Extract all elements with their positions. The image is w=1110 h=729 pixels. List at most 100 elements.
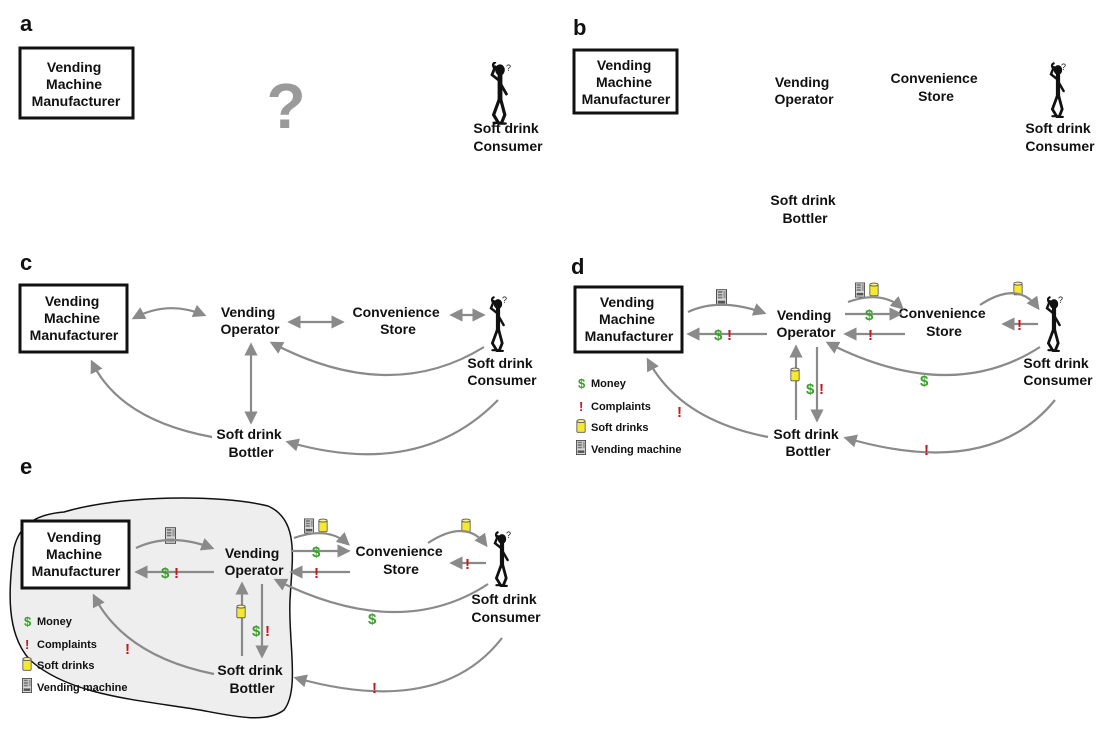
- legend-can-icon: [22, 657, 32, 671]
- complaint-symbol: !: [174, 565, 179, 582]
- operator-label: Vending Operator: [774, 74, 834, 107]
- legend-vending-machine-icon: [576, 440, 586, 455]
- manufacturer-box: [20, 519, 131, 590]
- soft-drink-can-icon: [236, 604, 246, 619]
- consumer-thought-mark: ?: [506, 530, 511, 540]
- money-symbol: $: [865, 307, 874, 324]
- soft-drink-can-icon: [318, 518, 328, 533]
- store-label: Convenience Store: [352, 304, 443, 337]
- soft-drink-can-icon: [869, 282, 879, 297]
- flow-complaints-to-bottler: [843, 399, 1056, 454]
- legend-complaint-symbol: !: [25, 637, 29, 652]
- consumer-label: Soft drink Consumer: [1023, 355, 1093, 388]
- legend-complaint-symbol: !: [579, 399, 583, 414]
- flow-goods-to-store: [847, 296, 904, 310]
- flow-complaints-to-manufacturer: [646, 357, 769, 439]
- unknown-question-mark: ?: [266, 70, 305, 142]
- complaint-symbol: !: [372, 680, 377, 697]
- complaint-symbol: !: [868, 327, 873, 344]
- money-symbol: $: [368, 611, 377, 628]
- panel-d: d Vending Machine Manufacturer Vending O…: [571, 254, 1093, 459]
- legend-money-label: Money: [37, 616, 73, 628]
- panel-label-d: d: [571, 254, 584, 279]
- legend-soft-drinks-label: Soft drinks: [37, 660, 94, 672]
- manufacturer-label: Vending Machine Manufacturer: [585, 294, 674, 344]
- panel-a: a Vending Machine Manufacturer ? ? Soft …: [18, 11, 543, 154]
- flow-goods-to-store: [293, 532, 350, 546]
- panel-label-c: c: [20, 250, 32, 275]
- manufacturer-label: Vending Machine Manufacturer: [32, 529, 121, 579]
- legend-money-symbol: $: [24, 614, 32, 629]
- consumer-thought-mark: ?: [1061, 62, 1066, 72]
- bottler-label: Soft drink Bottler: [216, 426, 285, 460]
- consumer-figure-icon: [1047, 297, 1060, 351]
- manufacturer-box: [572, 48, 679, 115]
- consumer-thought-mark: ?: [506, 63, 511, 73]
- link-manufacturer-operator: [131, 304, 207, 320]
- bottler-label: Soft drink Bottler: [217, 662, 286, 696]
- legend-complaints-label: Complaints: [591, 401, 651, 413]
- operator-label: Vending Operator: [220, 304, 280, 337]
- store-label: Convenience Store: [890, 70, 981, 104]
- legend-vending-machine-label: Vending machine: [591, 444, 681, 456]
- flow-complaints-to-manufacturer: [92, 593, 215, 676]
- legend-soft-drinks-label: Soft drinks: [591, 422, 648, 434]
- consumer-label: Soft drink Consumer: [1025, 120, 1095, 154]
- flow-complaints-to-bottler: [293, 637, 503, 693]
- vending-machine-icon: [304, 518, 314, 534]
- consumer-figure-icon: [491, 297, 504, 351]
- legend-money-label: Money: [591, 378, 627, 390]
- money-symbol: $: [920, 373, 929, 390]
- consumer-figure-icon: [492, 62, 506, 124]
- complaint-symbol: !: [727, 327, 732, 344]
- store-label: Convenience Store: [355, 543, 446, 577]
- flow-money-to-operator: [825, 341, 1041, 377]
- legend-money-symbol: $: [578, 376, 586, 391]
- complaint-symbol: !: [819, 381, 824, 398]
- soft-drink-can-icon: [790, 367, 800, 382]
- flow-machine-to-operator: [687, 303, 767, 316]
- legend: $ Money ! Complaints Soft drinks Vending…: [576, 376, 681, 456]
- legend-vending-machine-label: Vending machine: [37, 682, 127, 694]
- manufacturer-label: Vending Machine Manufacturer: [582, 57, 671, 107]
- panel-c: c Vending Machine Manufacturer Vending O…: [18, 250, 537, 460]
- legend-vending-machine-icon: [22, 678, 32, 693]
- money-symbol: $: [252, 623, 261, 640]
- money-symbol: $: [714, 327, 723, 344]
- manufacturer-label: Vending Machine Manufacturer: [30, 293, 119, 343]
- bottler-label: Soft drink Bottler: [770, 192, 839, 226]
- complaint-symbol: !: [314, 565, 319, 582]
- money-symbol: $: [312, 544, 321, 561]
- complaint-symbol: !: [125, 641, 130, 658]
- consumer-label: Soft drink Consumer: [467, 355, 537, 388]
- flow-drinks-to-consumer: [427, 529, 488, 548]
- legend-complaints-label: Complaints: [37, 639, 97, 651]
- soft-drink-can-icon: [461, 518, 471, 533]
- panel-e: e Vending Machine Manufacturer Vending O…: [9, 454, 541, 719]
- consumer-label: Soft drink Consumer: [471, 591, 541, 625]
- panel-label-b: b: [573, 15, 586, 40]
- panel-b: b Vending Machine Manufacturer Vending O…: [572, 15, 1095, 226]
- flow-drinks-to-consumer: [979, 292, 1040, 311]
- complaint-symbol: !: [465, 556, 470, 573]
- consumer-thought-mark: ?: [1058, 295, 1063, 305]
- store-label: Convenience Store: [898, 305, 989, 339]
- consumer-label: Soft drink Consumer: [473, 120, 543, 154]
- consumer-thought-mark: ?: [502, 295, 507, 305]
- panel-label-a: a: [20, 11, 33, 36]
- flow-machine-to-operator: [135, 538, 215, 551]
- manufacturer-label: Vending Machine Manufacturer: [32, 59, 121, 109]
- flow-money-to-operator: [273, 578, 489, 614]
- vending-machine-icon: [855, 282, 865, 298]
- operator-label: Vending Operator: [224, 545, 284, 578]
- complaint-symbol: !: [677, 404, 682, 421]
- legend-can-icon: [576, 419, 586, 433]
- link-consumer-operator: [269, 341, 485, 377]
- panel-label-e: e: [20, 454, 32, 479]
- legend: $ Money ! Complaints Soft drinks Vending…: [22, 614, 127, 694]
- complaint-symbol: !: [924, 442, 929, 459]
- manufacturer-box: [18, 283, 129, 354]
- complaint-symbol: !: [265, 623, 270, 640]
- consumer-figure-icon: [495, 532, 508, 586]
